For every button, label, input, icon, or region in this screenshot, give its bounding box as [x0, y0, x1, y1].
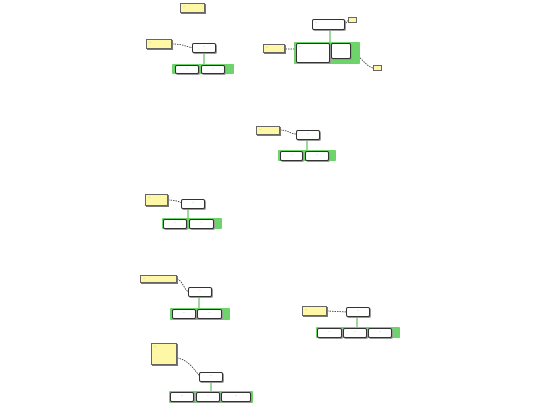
subtopic-node[interactable]: ...: [280, 151, 303, 161]
topic-node[interactable]: ...: [188, 287, 212, 297]
subtopic-node[interactable]: ...: [343, 328, 367, 338]
subtopic-node[interactable]: ...: [201, 65, 225, 74]
dashed-connector: [279, 129, 298, 135]
subtopic-node[interactable]: ...: [196, 392, 220, 402]
topic-node[interactable]: ...: [192, 43, 216, 53]
subtopic-node[interactable]: ...: [172, 309, 196, 319]
subtopic-node[interactable]: ...: [305, 151, 329, 161]
topic-node[interactable]: ...: [346, 307, 370, 317]
sticky-note: ...: [145, 194, 168, 206]
dashed-connector: [326, 310, 348, 313]
subtopic-node[interactable]: ...: [317, 328, 342, 338]
note-marker[interactable]: [348, 17, 357, 23]
sticky-note: ...: [140, 275, 177, 283]
topic-node[interactable]: ...: [181, 199, 205, 209]
subtopic-node[interactable]: ...: [163, 219, 187, 229]
sticky-note: ...: [256, 126, 280, 135]
topic-node[interactable]: ...: [296, 130, 320, 140]
topic-node[interactable]: ...: [199, 372, 223, 382]
subtopic-node[interactable]: ...: [170, 392, 194, 402]
dashed-connector: [351, 51, 374, 69]
dashed-connector: [176, 357, 201, 377]
subtopic-node[interactable]: ...: [197, 309, 222, 319]
subtopic-node[interactable]: ...: [296, 43, 330, 63]
subtopic-node[interactable]: ...: [175, 65, 199, 74]
subtopic-node[interactable]: ...: [221, 392, 251, 402]
sticky-note: ...: [302, 306, 327, 316]
sticky-note: ...: [146, 39, 172, 49]
sticky-note: ...: [151, 343, 177, 365]
sticky-note: ...: [180, 3, 205, 13]
topic-node[interactable]: ...: [312, 19, 345, 30]
subtopic-node[interactable]: ...: [189, 219, 214, 229]
note-marker[interactable]: [373, 65, 382, 71]
subtopic-node[interactable]: [331, 43, 351, 59]
sticky-note: ...: [263, 44, 285, 53]
subtopic-node[interactable]: ...: [368, 328, 392, 338]
dashed-connector: [167, 199, 183, 204]
